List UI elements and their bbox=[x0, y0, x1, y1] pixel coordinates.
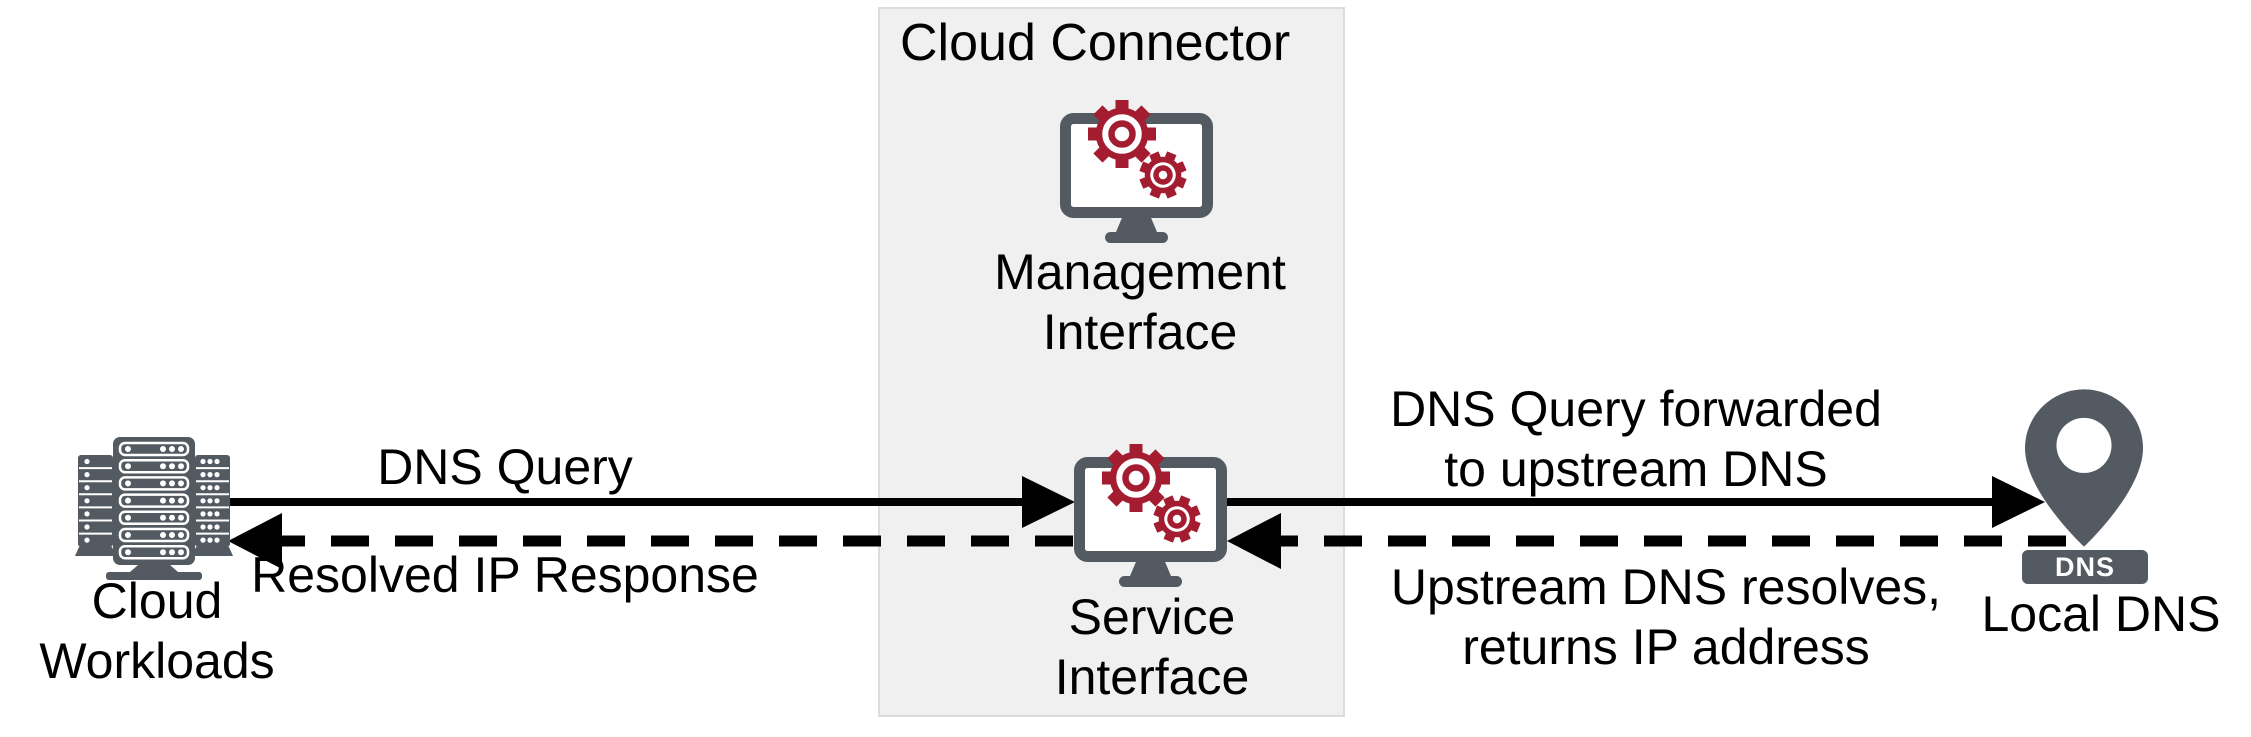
dns-badge: DNS bbox=[2022, 550, 2148, 584]
upstream-resolves-arrowhead bbox=[1227, 513, 1281, 569]
management-interface-label: Management Interface bbox=[994, 244, 1286, 360]
upstream-resolves-label: Upstream DNS resolves, returns IP addres… bbox=[1390, 559, 1942, 675]
cloud-workloads-label: Cloud Workloads bbox=[39, 573, 275, 689]
local-dns-pin-icon bbox=[2025, 389, 2143, 547]
resolved-ip-response-label: Resolved IP Response bbox=[251, 547, 759, 603]
gear-icon bbox=[1088, 100, 1156, 168]
local-dns-label: Local DNS bbox=[1981, 586, 2221, 642]
service-interface-label: Service Interface bbox=[1054, 589, 1250, 705]
resolved-ip-arrowhead bbox=[228, 513, 282, 569]
dns-query-label: DNS Query bbox=[377, 439, 633, 495]
cloud-connector-title: Cloud Connector bbox=[900, 14, 1291, 72]
query-forwarded-arrowhead bbox=[1992, 476, 2045, 528]
cloud-workloads-servers-icon bbox=[75, 432, 233, 580]
dns-query-arrowhead bbox=[1022, 476, 1075, 528]
query-forwarded-label: DNS Query forwarded to upstream DNS bbox=[1390, 381, 1882, 497]
management-interface-monitor-icon bbox=[1060, 100, 1213, 244]
gear-icon bbox=[1153, 495, 1201, 543]
service-interface-monitor-icon bbox=[1074, 444, 1227, 588]
gear-icon bbox=[1139, 151, 1187, 199]
gear-icon bbox=[1102, 444, 1170, 512]
